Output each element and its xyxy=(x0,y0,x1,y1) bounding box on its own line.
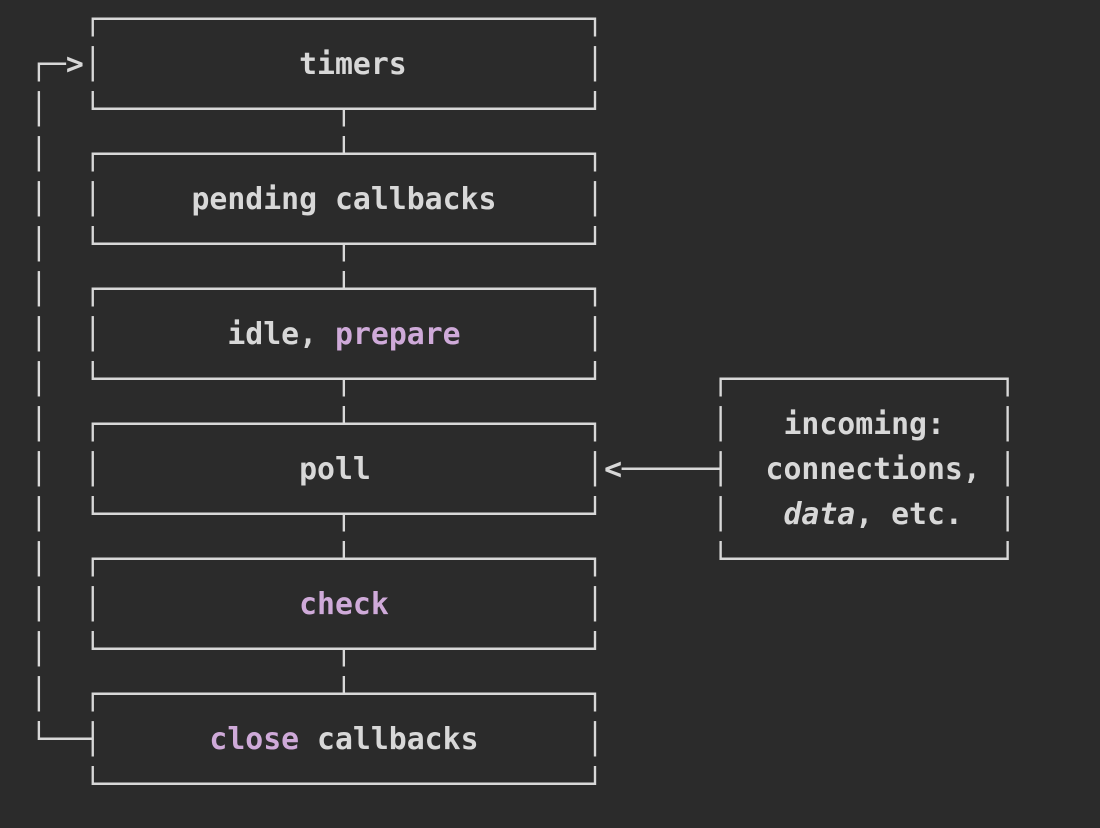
diagram-chars: │ ┌─────────────┴─────────────┐ xyxy=(30,272,605,307)
diagram-row: │ ┌─────────────┴─────────────┐ └───────… xyxy=(30,537,1017,582)
diagram-row: ┌───────────────────────────┐ xyxy=(30,0,1017,42)
phase-prepare: prepare xyxy=(335,317,461,352)
diagram-row: │ └─────────────┬─────────────┘ xyxy=(30,627,1017,672)
diagram-chars: │ │ xyxy=(30,182,192,217)
phase-timers: timers xyxy=(299,47,407,82)
incoming-connections: connections, xyxy=(765,452,981,487)
diagram-row: │ │ idle, prepare │ xyxy=(30,312,1017,357)
diagram-row: ┌─>│ timers │ xyxy=(30,42,1017,87)
diagram-row: │ │ pending callbacks │ xyxy=(30,177,1017,222)
diagram-chars: │ └─────────────┬─────────────┘ ┌───────… xyxy=(30,362,1017,397)
diagram-chars: └──┤ xyxy=(30,722,210,757)
diagram-row: │ ┌─────────────┴─────────────┐ │ incomi… xyxy=(30,402,1017,447)
phase-close: close xyxy=(209,722,300,757)
diagram-chars xyxy=(317,317,335,352)
ascii-art-diagram: ┌───────────────────────────┐ ┌─>│ timers… xyxy=(30,0,1017,807)
diagram-chars: │ │ xyxy=(30,587,300,622)
phase-idle: idle, xyxy=(227,317,318,352)
diagram-chars: │ xyxy=(496,182,605,217)
diagram-chars: , etc. │ xyxy=(855,497,1017,532)
incoming-label: incoming: xyxy=(783,407,945,442)
diagram-row: │ ┌─────────────┴─────────────┐ xyxy=(30,672,1017,717)
diagram-chars: ┌─>│ xyxy=(30,47,300,82)
diagram-chars: │ ┌─────────────┴─────────────┐ xyxy=(30,137,605,172)
diagram-chars: ┌───────────────────────────┐ xyxy=(30,2,605,37)
diagram-row: │ │ poll │<─────┤ connections, │ xyxy=(30,447,1017,492)
diagram-row: └──┤ close callbacks │ xyxy=(30,717,1017,762)
diagram-chars: │ └─────────────┬─────────────┘ xyxy=(30,227,605,262)
diagram-chars: │ xyxy=(980,452,1017,487)
diagram-chars: │ └─────────────┬─────────────┘ xyxy=(30,632,605,667)
diagram-chars: │ xyxy=(460,317,605,352)
diagram-chars: │ │ xyxy=(30,452,300,487)
diagram-chars: │ xyxy=(388,587,605,622)
phase-pending-callbacks: pending callbacks xyxy=(191,182,497,217)
phase-poll: poll xyxy=(299,452,371,487)
diagram-row: └───────────────────────────┘ xyxy=(30,762,1017,807)
diagram-chars: │ ┌─────────────┴─────────────┐ └───────… xyxy=(30,542,1017,577)
diagram-row: │ └─────────────┬─────────────┘ xyxy=(30,222,1017,267)
diagram-chars: │<─────┤ xyxy=(370,452,766,487)
diagram-row: │ └─────────────┬─────────────┘ │ data, … xyxy=(30,492,1017,537)
diagram-chars: │ └─────────────┬─────────────┘ xyxy=(30,92,605,127)
diagram-row: │ └─────────────┬─────────────┘ ┌───────… xyxy=(30,357,1017,402)
diagram-row: │ ┌─────────────┴─────────────┐ xyxy=(30,267,1017,312)
diagram-chars: │ xyxy=(944,407,1017,442)
diagram-chars: │ ┌─────────────┴─────────────┐ xyxy=(30,677,605,712)
diagram-chars: └───────────────────────────┘ xyxy=(30,767,605,802)
incoming-data: data xyxy=(783,497,856,532)
diagram-row: │ ┌─────────────┴─────────────┐ xyxy=(30,132,1017,177)
diagram-chars: │ ┌─────────────┴─────────────┐ │ xyxy=(30,407,784,442)
diagram-row: │ │ check │ xyxy=(30,582,1017,627)
diagram-chars: │ └─────────────┬─────────────┘ │ xyxy=(30,497,784,532)
phase-check: check xyxy=(299,587,389,622)
diagram-chars: callbacks │ xyxy=(299,722,605,757)
diagram-row: │ └─────────────┬─────────────┘ xyxy=(30,87,1017,132)
diagram-chars: │ xyxy=(406,47,605,82)
diagram-chars: │ │ xyxy=(30,317,228,352)
